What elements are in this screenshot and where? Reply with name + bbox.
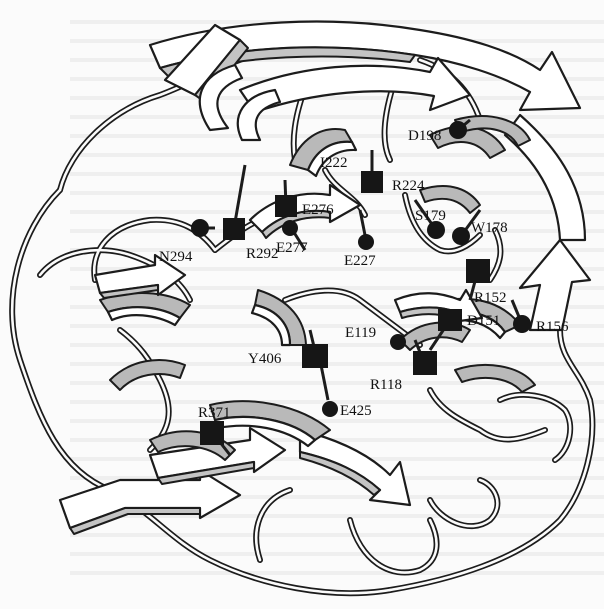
marker-e277 [282,220,298,236]
label-i222: I222 [320,155,348,171]
residue-markers [191,121,531,445]
marker-i222-r224 [361,171,383,193]
label-r292: R292 [246,246,279,262]
marker-r371 [200,421,224,445]
label-r152: R152 [474,290,507,306]
marker-e119 [390,334,406,350]
label-w178: W178 [471,220,508,236]
label-r371: R371 [198,405,231,421]
marker-w178 [452,227,470,245]
label-e119: E119 [345,325,376,341]
marker-n294 [191,219,209,237]
marker-d198 [449,121,467,139]
label-e276: E276 [302,202,334,218]
marker-r292 [223,218,245,240]
beta-strand-bottom-2 [300,430,410,505]
inner-ribbons [95,116,535,460]
marker-e425 [322,401,338,417]
label-d151: D151 [467,313,500,329]
beta-strand-right-arrow [520,240,590,330]
label-e277: E277 [276,240,308,256]
marker-r118 [413,351,437,375]
label-d198: D198 [408,128,441,144]
ribbon-r152 [455,365,535,392]
ribbon-left-low [110,360,185,390]
label-r118: R118 [370,377,402,393]
label-e425: E425 [340,403,372,419]
label-r156: R156 [536,319,569,335]
label-y406: Y406 [248,351,282,367]
marker-e227 [358,234,374,250]
marker-e276 [275,195,297,217]
label-s179: S179 [415,208,446,224]
marker-y406 [302,344,328,368]
label-n294: N294 [159,249,193,265]
marker-d151 [438,309,462,331]
marker-r156 [513,315,531,333]
label-e227: E227 [344,253,376,269]
marker-r152 [466,259,490,283]
label-r224: R224 [392,178,425,194]
